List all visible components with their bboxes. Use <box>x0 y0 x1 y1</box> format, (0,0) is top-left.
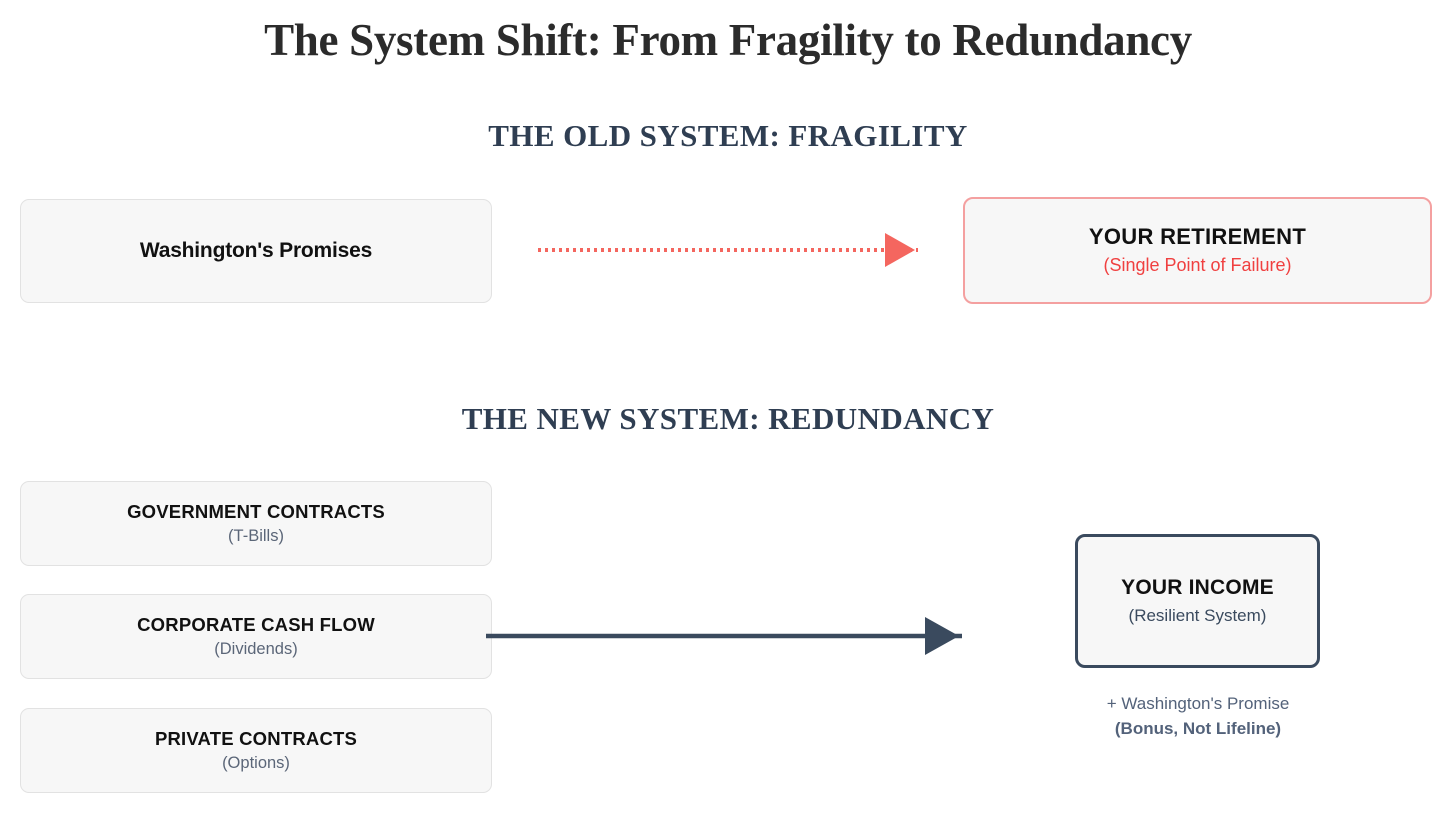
arrow-redundancy-solid <box>486 617 962 655</box>
node-corporate-cash-flow: CORPORATE CASH FLOW (Dividends) <box>20 594 492 679</box>
footnote-washingtons-promise: + Washington's Promise (Bonus, Not Lifel… <box>1043 692 1353 741</box>
footnote-line-2: (Bonus, Not Lifeline) <box>1114 718 1282 738</box>
footnote-line-1: + Washington's Promise <box>1106 694 1290 713</box>
node-title: PRIVATE CONTRACTS <box>154 727 358 749</box>
node-title: YOUR RETIREMENT <box>1088 224 1307 250</box>
node-subtitle: (Resilient System) <box>1128 606 1267 626</box>
page-title: The System Shift: From Fragility to Redu… <box>264 15 1192 65</box>
node-government-contracts: GOVERNMENT CONTRACTS (T-Bills) <box>20 481 492 566</box>
node-subtitle: (Dividends) <box>214 639 298 658</box>
node-your-income: YOUR INCOME (Resilient System) <box>1075 534 1320 668</box>
node-title: GOVERNMENT CONTRACTS <box>127 500 385 522</box>
node-subtitle: (Options) <box>222 753 290 772</box>
node-private-contracts: PRIVATE CONTRACTS (Options) <box>20 708 492 793</box>
section-heading-new-system: THE NEW SYSTEM: REDUNDANCY <box>461 401 995 436</box>
arrow-head <box>885 233 915 267</box>
node-subtitle: (T-Bills) <box>228 526 284 545</box>
node-title: YOUR INCOME <box>1121 576 1274 600</box>
arrow-head <box>925 617 959 655</box>
section-heading-old-system: THE OLD SYSTEM: FRAGILITY <box>488 118 968 153</box>
node-subtitle: (Single Point of Failure) <box>1103 255 1292 276</box>
node-your-retirement: YOUR RETIREMENT (Single Point of Failure… <box>963 197 1432 304</box>
node-title: Washington's Promises <box>139 239 373 263</box>
node-washingtons-promises: Washington's Promises <box>20 199 492 303</box>
arrow-fragility-dotted <box>538 233 918 267</box>
node-title: CORPORATE CASH FLOW <box>137 613 375 635</box>
